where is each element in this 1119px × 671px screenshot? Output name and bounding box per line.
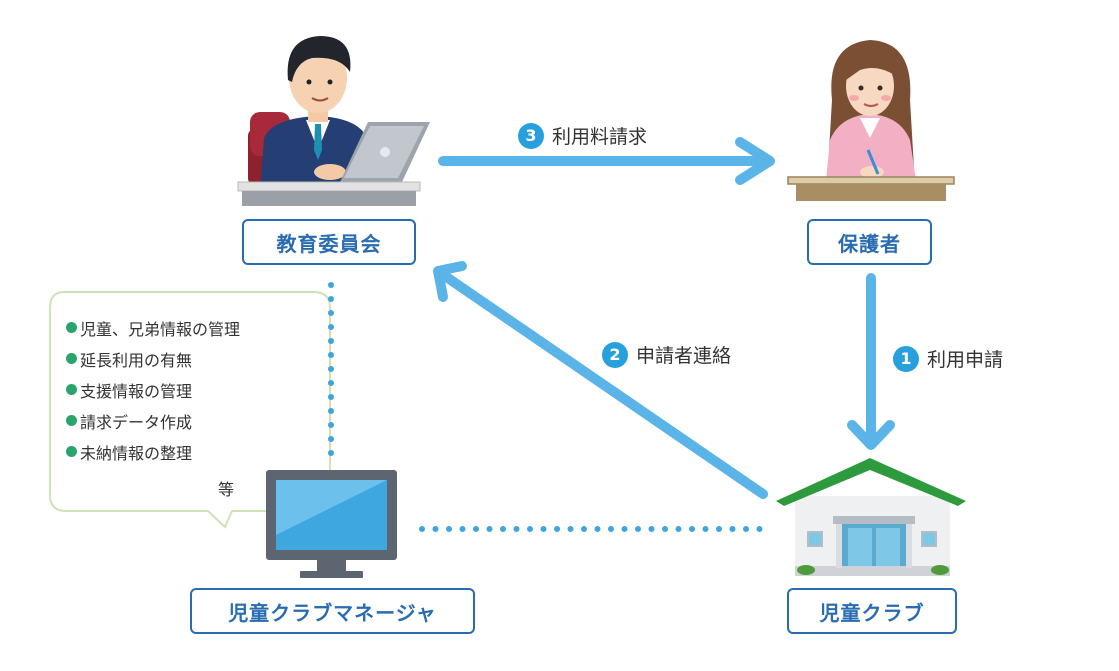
step-3-label: 3 利用料請求 (518, 122, 647, 149)
feature-text: 未納情報の整理 (80, 443, 193, 463)
arrow-usage-application (847, 273, 895, 450)
step-1-label: 1 利用申請 (893, 345, 1003, 372)
board-officer-illustration (237, 36, 430, 206)
arrow-applicant-contact (433, 261, 768, 499)
step-2-label: 2 申請者連絡 (602, 341, 731, 368)
step-3-text: 利用料請求 (552, 126, 648, 148)
bullet-dot (66, 322, 77, 333)
guardian-illustration (787, 40, 955, 201)
feature-item: 延長利用の有無 (66, 343, 240, 374)
feature-item: 支援情報の管理 (66, 374, 240, 405)
feature-text: 延長利用の有無 (80, 350, 193, 370)
node-childrens-club: 児童クラブ (787, 588, 957, 634)
bullet-dot (66, 446, 77, 457)
step-1-text: 利用申請 (927, 349, 1004, 371)
node-board-of-education: 教育委員会 (242, 219, 416, 265)
step-2-text: 申請者連絡 (636, 345, 732, 367)
features-etc: 等 (218, 480, 235, 499)
bullet-dot (66, 353, 77, 364)
bullet-dot (66, 384, 77, 395)
node-guardian: 保護者 (807, 219, 932, 265)
feature-item: 児童、兄弟情報の管理 (66, 312, 240, 343)
childrens-club-building-icon (776, 458, 966, 576)
feature-text: 支援情報の管理 (80, 381, 193, 401)
feature-text: 請求データ作成 (80, 412, 193, 432)
arrow-usage-fee-billing (438, 137, 775, 185)
feature-item: 未納情報の整理 (66, 436, 240, 467)
feature-text: 児童、兄弟情報の管理 (80, 319, 241, 339)
step-1-badge: 1 (893, 345, 919, 372)
monitor-icon (266, 470, 397, 578)
node-club-manager-system: 児童クラブマネージャ (190, 588, 475, 634)
step-2-badge: 2 (602, 341, 628, 368)
feature-item: 請求データ作成 (66, 405, 240, 436)
step-3-badge: 3 (518, 122, 544, 149)
feature-list: 児童、兄弟情報の管理 延長利用の有無 支援情報の管理 請求データ作成 未納情報の… (66, 312, 240, 467)
bullet-dot (66, 415, 77, 426)
